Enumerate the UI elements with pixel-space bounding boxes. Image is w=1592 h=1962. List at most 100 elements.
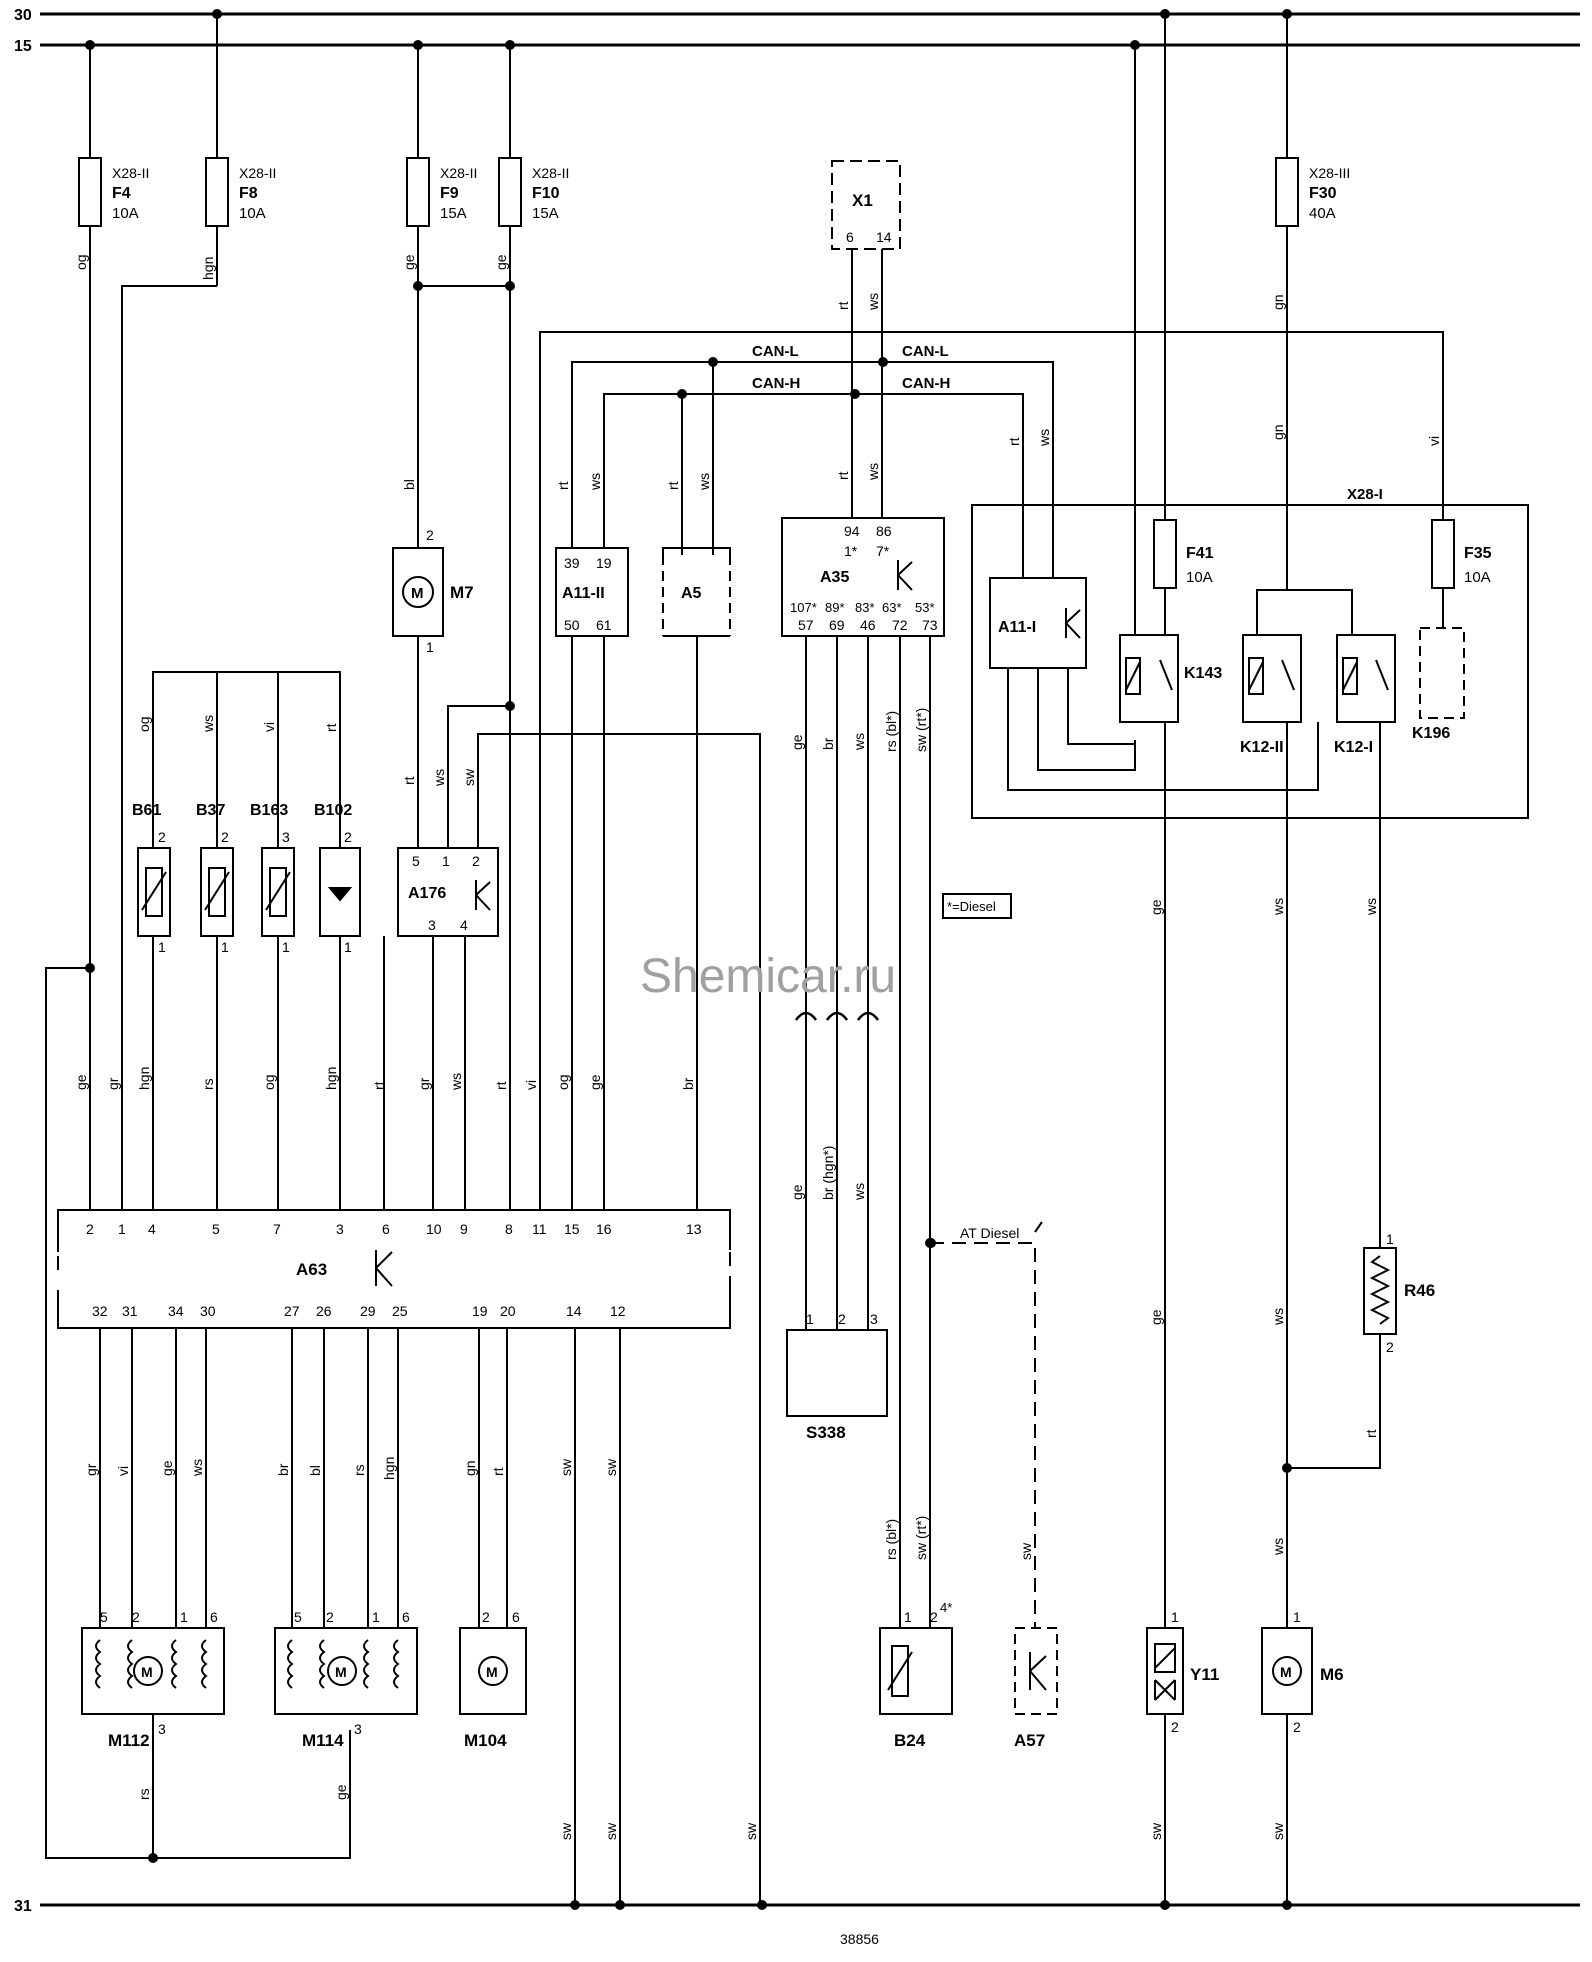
svg-text:sw: sw: [558, 1822, 574, 1840]
sensor-b163: B163 3 1: [250, 802, 295, 1210]
svg-text:3: 3: [428, 917, 436, 933]
svg-text:20: 20: [500, 1303, 516, 1319]
svg-text:2: 2: [1386, 1339, 1394, 1355]
svg-text:X28-II: X28-II: [112, 165, 149, 181]
relay-k143: K143 ge ge: [1119, 505, 1222, 1628]
rail-30-label: 30: [14, 7, 32, 24]
svg-text:ws: ws: [865, 293, 881, 311]
footer-code: 38856: [840, 1931, 879, 1947]
svg-text:M112: M112: [108, 1731, 150, 1750]
svg-text:6: 6: [382, 1221, 390, 1237]
fuse-f4: X28-II F4 10A og: [73, 45, 149, 1210]
svg-text:10A: 10A: [112, 205, 139, 222]
svg-text:3: 3: [354, 1721, 362, 1737]
svg-text:ws: ws: [448, 1073, 464, 1091]
svg-text:63*: 63*: [882, 600, 902, 615]
svg-text:86: 86: [876, 523, 892, 539]
svg-text:4*: 4*: [940, 1600, 952, 1615]
svg-text:3: 3: [282, 829, 290, 845]
svg-text:46: 46: [860, 617, 876, 633]
svg-text:M: M: [335, 1664, 347, 1680]
svg-text:bl: bl: [307, 1465, 323, 1476]
svg-text:61: 61: [596, 617, 612, 633]
svg-text:A5: A5: [681, 585, 702, 602]
svg-text:B163: B163: [250, 802, 288, 819]
svg-text:vi: vi: [1426, 436, 1442, 446]
svg-text:rs: rs: [136, 1788, 152, 1800]
sensor-b102: B102 2 1: [314, 802, 361, 1210]
svg-text:15A: 15A: [440, 205, 467, 222]
svg-text:rt: rt: [323, 723, 339, 732]
svg-text:1: 1: [372, 1609, 380, 1625]
svg-text:14: 14: [876, 229, 892, 245]
svg-text:rt: rt: [371, 1081, 387, 1090]
svg-text:M: M: [141, 1664, 153, 1680]
svg-text:br (hgn*): br (hgn*): [820, 1146, 836, 1200]
svg-text:73: 73: [922, 617, 938, 633]
svg-text:2: 2: [132, 1609, 140, 1625]
svg-text:13: 13: [686, 1221, 702, 1237]
svg-text:F9: F9: [440, 185, 459, 202]
svg-text:1: 1: [158, 939, 166, 955]
svg-text:M7: M7: [450, 583, 474, 602]
svg-text:27: 27: [284, 1303, 300, 1319]
svg-text:K196: K196: [1412, 725, 1450, 742]
svg-text:4: 4: [148, 1221, 156, 1237]
svg-text:1: 1: [180, 1609, 188, 1625]
fuse-f41: F41 10A: [1153, 505, 1214, 635]
svg-text:ws: ws: [1036, 429, 1052, 447]
svg-text:X28-I: X28-I: [1347, 486, 1383, 503]
fuse-box-x28-i: X28-I: [971, 486, 1529, 819]
svg-text:11: 11: [532, 1221, 547, 1237]
svg-text:rt: rt: [835, 301, 851, 310]
svg-text:F41: F41: [1186, 545, 1214, 562]
svg-text:gr: gr: [416, 1077, 432, 1090]
svg-text:50: 50: [564, 617, 580, 633]
svg-text:sw: sw: [1018, 1542, 1034, 1560]
svg-text:2: 2: [1293, 1719, 1301, 1735]
svg-text:7: 7: [273, 1221, 281, 1237]
valve-y11: 1 2 Y11 sw: [1146, 1609, 1219, 1905]
motor-m112: M 5 2 1 6 3 M112 rs: [81, 1609, 225, 1858]
svg-text:sw: sw: [603, 1458, 619, 1476]
connector-x1: X1 6 14 rt ws rt ws: [831, 160, 901, 518]
module-a5: A5 br: [662, 547, 731, 1210]
svg-text:25: 25: [392, 1303, 408, 1319]
svg-text:89*: 89*: [825, 600, 845, 615]
svg-text:ws: ws: [587, 473, 603, 491]
svg-text:R46: R46: [1404, 1281, 1435, 1300]
svg-text:gn: gn: [462, 1460, 478, 1476]
svg-text:69: 69: [829, 617, 845, 633]
svg-text:sw (rt*): sw (rt*): [913, 1516, 929, 1560]
svg-text:hgn: hgn: [200, 257, 216, 280]
fuse-f35: F35 10A: [1431, 505, 1492, 628]
can-bus: CAN-L CAN-L CAN-H CAN-H rt ws rt ws rt w…: [539, 331, 1444, 1210]
svg-text:ge: ge: [1148, 1309, 1164, 1325]
motor-m6: M 1 2 M6 sw: [1261, 1609, 1344, 1905]
svg-text:S338: S338: [806, 1423, 846, 1442]
module-a11-ii: 39 19 A11-II 50 61: [555, 547, 629, 1210]
svg-text:M: M: [411, 585, 424, 602]
svg-text:6: 6: [402, 1609, 410, 1625]
svg-text:ws: ws: [1270, 898, 1286, 916]
svg-text:2: 2: [482, 1609, 490, 1625]
svg-text:vi: vi: [261, 722, 277, 732]
switch-s338: 1 2 3 S338: [786, 1311, 888, 1442]
svg-text:M6: M6: [1320, 1665, 1344, 1684]
svg-text:6: 6: [210, 1609, 218, 1625]
svg-text:ws: ws: [1270, 1308, 1286, 1326]
svg-text:19: 19: [596, 555, 612, 571]
svg-text:2: 2: [930, 1609, 938, 1625]
svg-text:A57: A57: [1014, 1731, 1045, 1750]
svg-text:9: 9: [460, 1221, 468, 1237]
svg-text:M: M: [1280, 1664, 1292, 1680]
svg-text:53*: 53*: [915, 600, 935, 615]
svg-text:1: 1: [282, 939, 290, 955]
can-l-label-left: CAN-L: [752, 343, 799, 360]
svg-text:rt: rt: [401, 776, 417, 785]
rail-15-label: 15: [14, 38, 32, 55]
svg-text:AT Diesel: AT Diesel: [960, 1225, 1019, 1241]
svg-text:30: 30: [200, 1303, 216, 1319]
svg-text:72: 72: [892, 617, 908, 633]
